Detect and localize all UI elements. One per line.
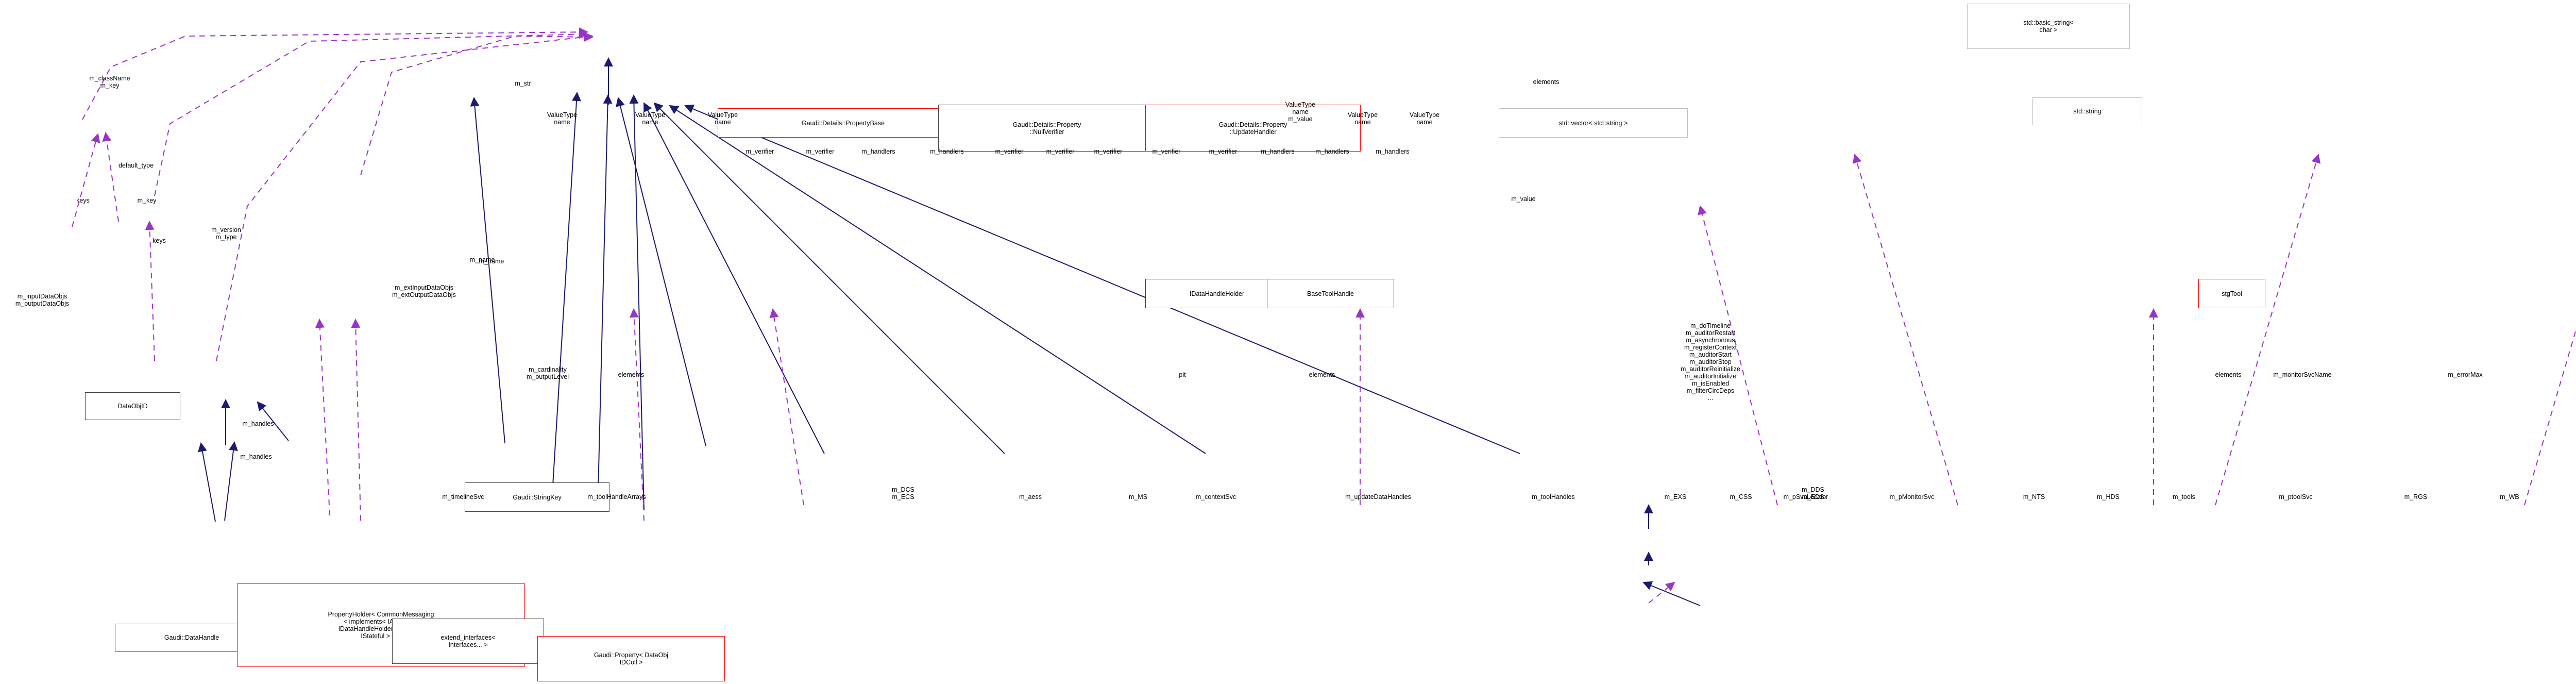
edge-label: m_handlers [1261, 148, 1295, 155]
edge-label: default_type [118, 162, 154, 169]
edge-label: elements [1533, 78, 1560, 86]
class-node-stringkey[interactable]: Gaudi::StringKey [465, 482, 609, 512]
edge-label: m_doTimeline m_auditorRestart m_asynchro… [1680, 322, 1741, 402]
edge-label: m_version m_type [211, 226, 241, 241]
edge-label: m_toolHandles [1532, 493, 1575, 501]
edge-label: ValueType name [547, 111, 578, 126]
edge-label: keys [152, 237, 166, 244]
edge-label: m_className m_key [89, 75, 130, 89]
edge-label: m_verifier [806, 148, 835, 155]
edge-label: m_DDS m_EDS [1802, 486, 1824, 501]
edge-label: m_HDS [2097, 493, 2120, 501]
edge-label: ValueType name [707, 111, 738, 126]
edge-label: m_key [137, 197, 157, 204]
edge-label: m_DCS m_ECS [892, 486, 914, 501]
edge-label: m_verifier [995, 148, 1024, 155]
edge-label: m_aess [1019, 493, 1042, 501]
edge-label: ValueType name m_value [1285, 101, 1316, 123]
edge-label: m_verifier [1094, 148, 1123, 155]
edge-label: elements [618, 371, 645, 378]
edge-label: m_value [1511, 195, 1536, 203]
class-node-dataobjid[interactable]: DataObjID [85, 392, 180, 420]
edge-label: m_updateDataHandles [1345, 493, 1411, 501]
class-node-nullverifier[interactable]: Gaudi::Details::Property ::NullVerifier [938, 105, 1156, 152]
edge-label: m_verifier [1209, 148, 1238, 155]
edge-label: elements [2215, 371, 2242, 378]
edge-label: m_EXS [1664, 493, 1687, 501]
class-node-extend_ifaces[interactable]: extend_interfaces< Interfaces... > [392, 619, 544, 664]
edge-label: elements [1309, 371, 1335, 378]
class-node-baseToolHandle[interactable]: BaseToolHandle [1267, 279, 1394, 308]
class-node-basic_string[interactable]: std::basic_string< char > [1967, 4, 2130, 49]
edge-label: m_WB [2500, 493, 2519, 501]
edge-label: m_tools [2173, 493, 2195, 501]
edge-label: m_verifier [1046, 148, 1075, 155]
edge-label: m_handlers [1315, 148, 1349, 155]
edge-label: m_name [469, 256, 495, 263]
edge-label: m_cardinality m_outputLevel [526, 366, 569, 380]
edge-label: m_inputDataObjs m_outputDataObjs [15, 293, 70, 307]
edge-label: m_verifier [1152, 148, 1181, 155]
edge-label: m_verifier [745, 148, 774, 155]
edge-label: m_NTS [2023, 493, 2045, 501]
edge-label: m_toolHandleArrays [587, 493, 646, 501]
edge-label: pit [1179, 371, 1186, 378]
edge-label: m_ptoolSvc [2279, 493, 2313, 501]
edge-label: m_monitorSvcName [2273, 371, 2332, 378]
edge-label: keys [76, 197, 90, 204]
edge-label: m_pSvcLocator [1783, 493, 1828, 501]
class-node-datahandlefinder[interactable]: IDataHandleHolder [1145, 279, 1289, 308]
edge-label: m_contextSvc [1195, 493, 1236, 501]
edge-label: m_str [515, 80, 531, 87]
class-node-std_string[interactable]: std::string [2032, 97, 2142, 125]
edge-label: m_handlers [1376, 148, 1410, 155]
class-node-updatehandler[interactable]: Gaudi::Details::Property ::UpdateHandler [1145, 105, 1361, 152]
edge-label: m_errorMax [2448, 371, 2483, 378]
edge-label: ValueType name [1409, 111, 1440, 126]
edge-label: m_handlers [930, 148, 964, 155]
edge-label: ValueType name [1347, 111, 1378, 126]
edge-label: m_name [479, 258, 504, 265]
edge-label: m_MS [1128, 493, 1148, 501]
edge-label: m_handles [242, 420, 274, 427]
edge-label: m_extInputDataObjs m_extOutputDataObjs [392, 284, 456, 298]
edge-label: m_RGS [2404, 493, 2428, 501]
edge-label: m_handlers [861, 148, 895, 155]
edge-label: m_pMonitorSvc [1889, 493, 1935, 501]
edge-label: m_timelineSvc [442, 493, 484, 501]
edge-label: ValueType name [635, 111, 666, 126]
class-node-detail_propbase[interactable]: Gaudi::Details::PropertyBase [718, 108, 969, 138]
class-node-prop_dataobjid[interactable]: Gaudi::Property< DataObj IDColl > [537, 636, 725, 681]
edge-label: m_CSS [1730, 493, 1752, 501]
edge-label: m_handles [240, 453, 272, 460]
class-node-stgtool[interactable]: stgTool [2198, 279, 2265, 308]
class-node-vec_string[interactable]: std::vector< std::string > [1499, 108, 1688, 138]
